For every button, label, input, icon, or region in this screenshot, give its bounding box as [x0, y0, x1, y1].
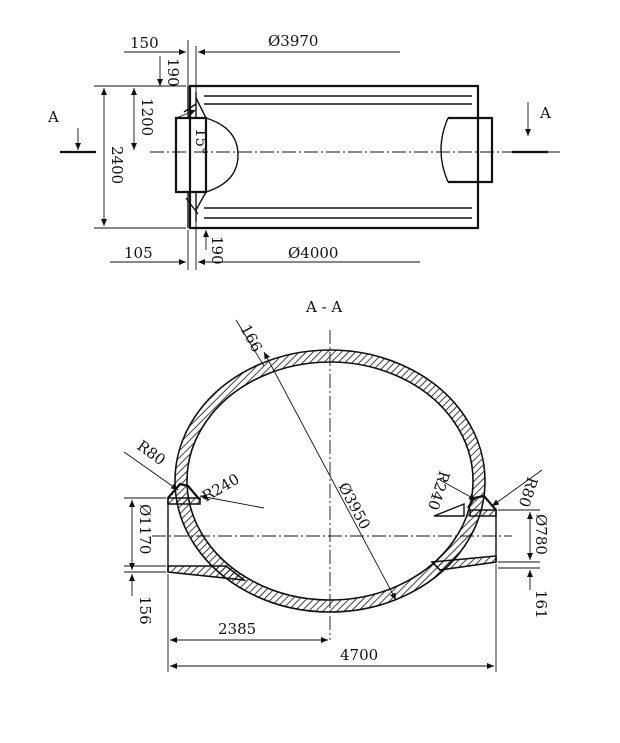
radius-80-left: R80: [134, 437, 169, 469]
section-mark-right: A: [539, 104, 551, 122]
section-title: A - A: [305, 298, 342, 316]
dim-105: 105: [124, 244, 153, 262]
dim-2400: 2400: [108, 146, 126, 184]
section-view: A - A Ø3950 166 R80 R240 R240 R80: [123, 298, 550, 672]
left-nozzle-top-wall: [167, 497, 201, 505]
radius-240-right: R240: [424, 469, 453, 513]
radius-80-right: R80: [515, 475, 542, 509]
dim-4700: 4700: [340, 646, 378, 664]
dim-190-bottom: 190: [208, 236, 226, 265]
right-nozzle-top-wall: [469, 509, 497, 517]
dim-166: 166: [236, 321, 265, 355]
right-nozzle: [448, 116, 494, 184]
dim-diameter-1170: Ø1170: [136, 504, 154, 554]
dim-156: 156: [136, 596, 154, 625]
dim-190-top: 190: [164, 58, 182, 87]
dim-1200: 1200: [138, 98, 156, 136]
dim-diameter-780: Ø780: [532, 514, 550, 555]
dim-161: 161: [532, 590, 550, 619]
dim-diameter-4000: Ø4000: [288, 244, 338, 262]
cylinder-outline: [188, 84, 480, 230]
section-mark-left: A: [47, 108, 59, 126]
dim-15-deg: 15°: [192, 128, 210, 155]
dim-2385: 2385: [218, 620, 256, 638]
dim-150: 150: [130, 34, 159, 52]
dim-line-3950: [263, 351, 397, 601]
dim-diameter-3950: Ø3950: [334, 479, 374, 532]
dim-diameter-3970: Ø3970: [268, 32, 318, 50]
elevation-view: A A 150 Ø3970 2400 1200 190 15° 105 Ø400…: [47, 32, 560, 270]
